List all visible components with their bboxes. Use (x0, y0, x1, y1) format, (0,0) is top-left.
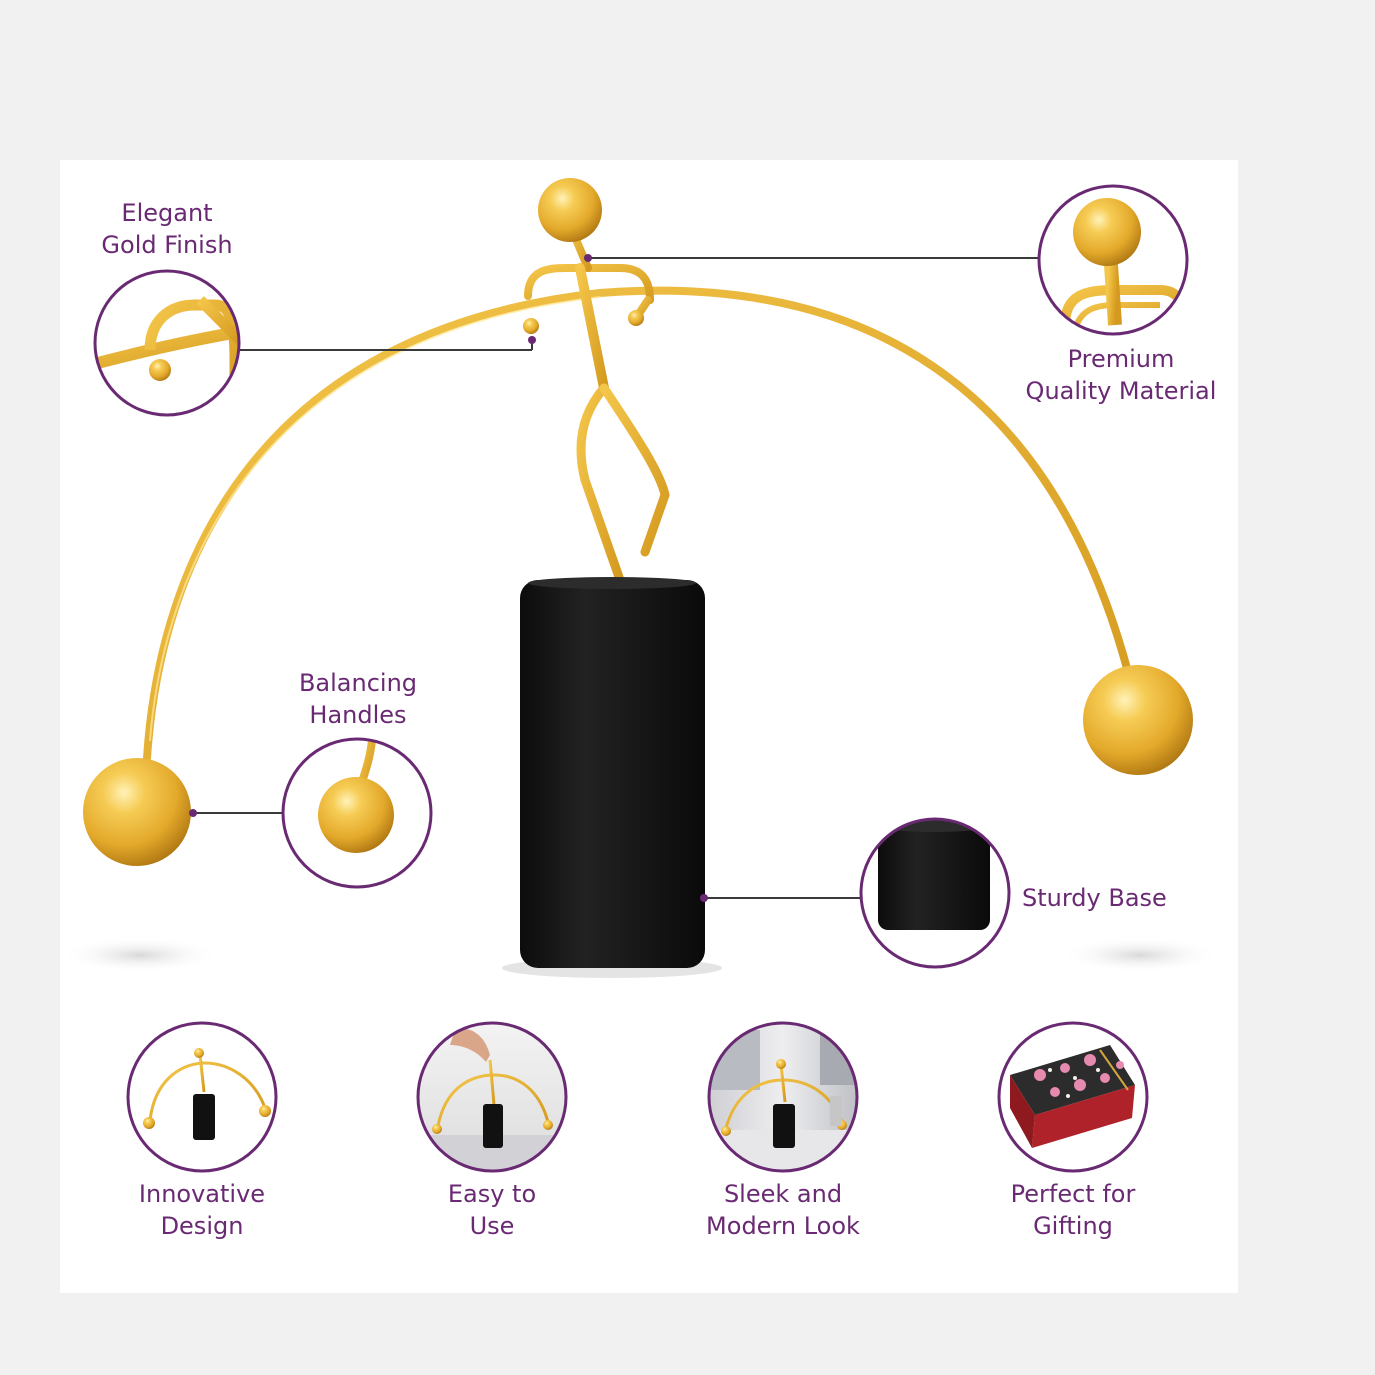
feature-label-innovative-design: Innovative Design (112, 1178, 292, 1242)
label-sturdy-base: Sturdy Base (1022, 882, 1197, 914)
feature-label-perfect-for-gifting: Perfect for Gifting (983, 1178, 1163, 1242)
label-line: Balancing (298, 669, 418, 697)
label-line: Gifting (1033, 1212, 1113, 1240)
label-line: Sleek and (723, 1180, 843, 1208)
feature-label-easy-to-use: Easy to Use (402, 1178, 582, 1242)
label-line: Use (469, 1212, 515, 1240)
black-cylinder-base (520, 577, 705, 968)
arc-highlight (149, 296, 601, 741)
label-line: Easy to (447, 1180, 537, 1208)
label-balancing-handles: Balancing Handles (283, 667, 433, 731)
feature-gifting-image (997, 1021, 1149, 1173)
right-counterweight-ball (1083, 665, 1193, 775)
figure-head (538, 178, 602, 242)
label-line: Quality Material (1025, 377, 1217, 405)
label-line: Elegant (121, 199, 213, 227)
callout-connectors (193, 257, 1038, 899)
label-line: Perfect for (1010, 1180, 1136, 1208)
feature-innovative-design-image (126, 1021, 278, 1173)
callout-balancing-handles-closeup (281, 737, 433, 889)
label-line: Innovative (138, 1180, 266, 1208)
left-counterweight-ball (83, 758, 191, 866)
label-premium-quality-material: Premium Quality Material (1005, 343, 1237, 407)
right-floor-shadow (1060, 937, 1220, 973)
label-line: Gold Finish (101, 231, 233, 259)
feature-label-sleek-modern-look: Sleek and Modern Look (678, 1178, 888, 1242)
label-line: Handles (309, 701, 407, 729)
label-line: Premium (1067, 345, 1175, 373)
balancing-figure (523, 178, 670, 585)
feature-sleek-modern-image (707, 1021, 859, 1173)
balance-arc (143, 286, 1132, 762)
label-line: Design (160, 1212, 244, 1240)
callout-gold-finish-closeup (93, 269, 241, 417)
left-floor-shadow (60, 937, 220, 973)
label-line: Sturdy Base (1022, 884, 1167, 912)
callout-premium-material-closeup (1037, 184, 1189, 336)
callout-sturdy-base-closeup (859, 817, 1011, 969)
label-line: Modern Look (706, 1212, 860, 1240)
label-elegant-gold-finish: Elegant Gold Finish (92, 197, 242, 261)
feature-easy-to-use-image (416, 1021, 568, 1173)
